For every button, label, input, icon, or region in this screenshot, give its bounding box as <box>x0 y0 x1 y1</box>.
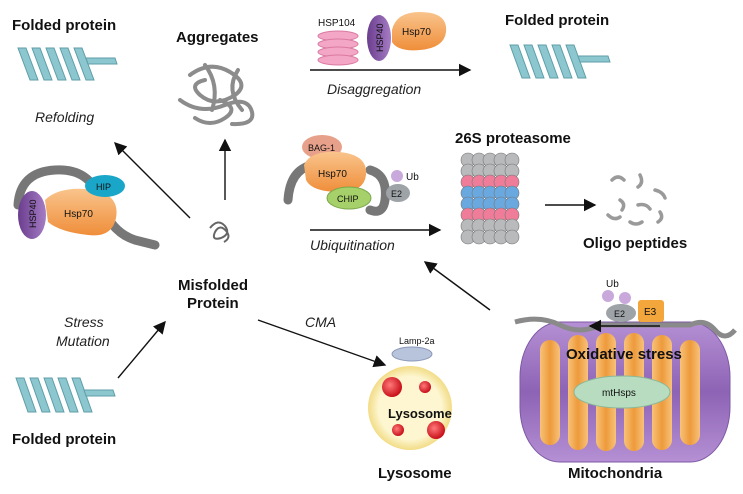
ub-shape <box>391 170 403 182</box>
e3-mito-label: E3 <box>644 307 657 318</box>
folded-protein-label: Folded protein <box>12 17 116 34</box>
hsp70-top-shape <box>392 12 447 51</box>
chip-complex: BAG-1 Hsp70 CHIP Ub E2 Ubiquitination <box>283 135 419 253</box>
mitochondria-caption-label: Mitochondria <box>568 465 663 482</box>
chip-shape <box>326 186 372 210</box>
substrate-chain <box>514 316 737 339</box>
hip-label: HIP <box>96 182 111 192</box>
lysosome-inner-label: Lysosome <box>388 406 452 421</box>
oligo-peptides-label: Oligo peptides <box>583 235 687 252</box>
proteasome-icon <box>460 152 520 245</box>
hsp40-label: HSP40 <box>28 199 38 228</box>
misfolded-chain-icon <box>209 221 230 243</box>
hsp40-top-label: HSP40 <box>375 23 385 52</box>
ubiquitination-label: Ubiquitination <box>310 237 395 253</box>
hsp70-top-label: Hsp70 <box>402 27 431 38</box>
lysosome: Lamp-2a Lysosome Lysosome <box>368 336 452 482</box>
lamp2a-label: Lamp-2a <box>399 336 435 346</box>
helix-icon <box>15 377 116 413</box>
helix-icon <box>509 44 611 79</box>
hsp104-rings <box>317 30 359 66</box>
mitochondria: Ub E2 E3 Oxidative stress mtHsps Mitocho… <box>514 279 737 482</box>
arrows <box>114 63 597 379</box>
lysosome-dot <box>419 381 431 393</box>
misfolded-protein: Misfolded Protein <box>178 221 248 312</box>
arrow-cma <box>257 319 387 368</box>
e3-mito-shape <box>638 300 664 322</box>
hsp70-hip-complex: HSP40 Hsp70 HIP <box>13 165 160 250</box>
mthsps-shape <box>573 375 671 409</box>
e2-label: E2 <box>391 189 402 199</box>
arrow-folded-to-misfolded <box>117 320 166 379</box>
ub-mito-shape <box>602 290 614 302</box>
lysosome-dot <box>382 377 402 397</box>
chip-label: CHIP <box>337 194 359 204</box>
oxidative-stress-label: Oxidative stress <box>566 346 682 363</box>
folded-protein-top-left: Folded protein Refolding <box>12 17 118 125</box>
ub-mito-label: Ub <box>606 279 619 290</box>
hsp70-mid-shape <box>304 151 367 192</box>
protein-label: Protein <box>187 295 239 312</box>
aggregates-label: Aggregates <box>176 29 259 46</box>
arrow-misfolded-to-refolding <box>114 142 191 219</box>
substrate-chain <box>13 165 160 250</box>
hsp104-label: HSP104 <box>318 18 356 29</box>
folded-protein-bottom-label: Folded protein <box>12 431 116 448</box>
ub-mito-shape <box>619 292 631 304</box>
proteasome-label: 26S proteasome <box>455 130 571 147</box>
lamp2a-shape <box>391 346 433 362</box>
stress-label: Stress <box>64 314 104 330</box>
aggregates: Aggregates <box>176 29 259 127</box>
folded-protein-bottom-left: Folded protein <box>12 377 116 448</box>
disaggregation-complex: HSP104 HSP40 Hsp70 Disaggregation <box>317 12 447 97</box>
stress-mutation: Stress Mutation <box>56 314 110 349</box>
hsp40-top-shape <box>367 15 391 61</box>
folded-protein-top-right: Folded protein <box>505 12 611 79</box>
hsp70-mid-label: Hsp70 <box>318 169 347 180</box>
ub-label: Ub <box>406 172 419 183</box>
refolding-label: Refolding <box>35 109 94 125</box>
hsp70-shape <box>45 188 117 236</box>
lysosome-dot <box>427 421 445 439</box>
arrow-mito-to-ubiquitination <box>423 261 491 311</box>
lysosome-dot <box>392 424 404 436</box>
mutation-label: Mutation <box>56 333 110 349</box>
oligo-peptides: Oligo peptides <box>583 173 687 252</box>
cma-label: CMA <box>305 314 336 330</box>
e2-mito-label: E2 <box>614 309 625 319</box>
helix-icon <box>17 47 118 81</box>
proteasome-26s: 26S proteasome <box>455 130 571 245</box>
disaggregation-label: Disaggregation <box>327 81 421 97</box>
e2-shape <box>386 184 410 202</box>
folded-protein-right-label: Folded protein <box>505 12 609 29</box>
proteasome-subunit <box>504 229 520 245</box>
misfolded-label: Misfolded <box>178 277 248 294</box>
aggregate-tangle-icon <box>178 63 255 127</box>
mthsps-label: mtHsps <box>602 388 636 399</box>
hip-shape <box>85 175 125 197</box>
e2-mito-shape <box>606 304 636 322</box>
hsp70-label: Hsp70 <box>64 209 93 220</box>
lysosome-caption-label: Lysosome <box>378 465 452 482</box>
hsp40-shape <box>18 191 46 239</box>
peptide-fragments-icon <box>606 173 667 226</box>
bag1-label: BAG-1 <box>308 143 335 153</box>
